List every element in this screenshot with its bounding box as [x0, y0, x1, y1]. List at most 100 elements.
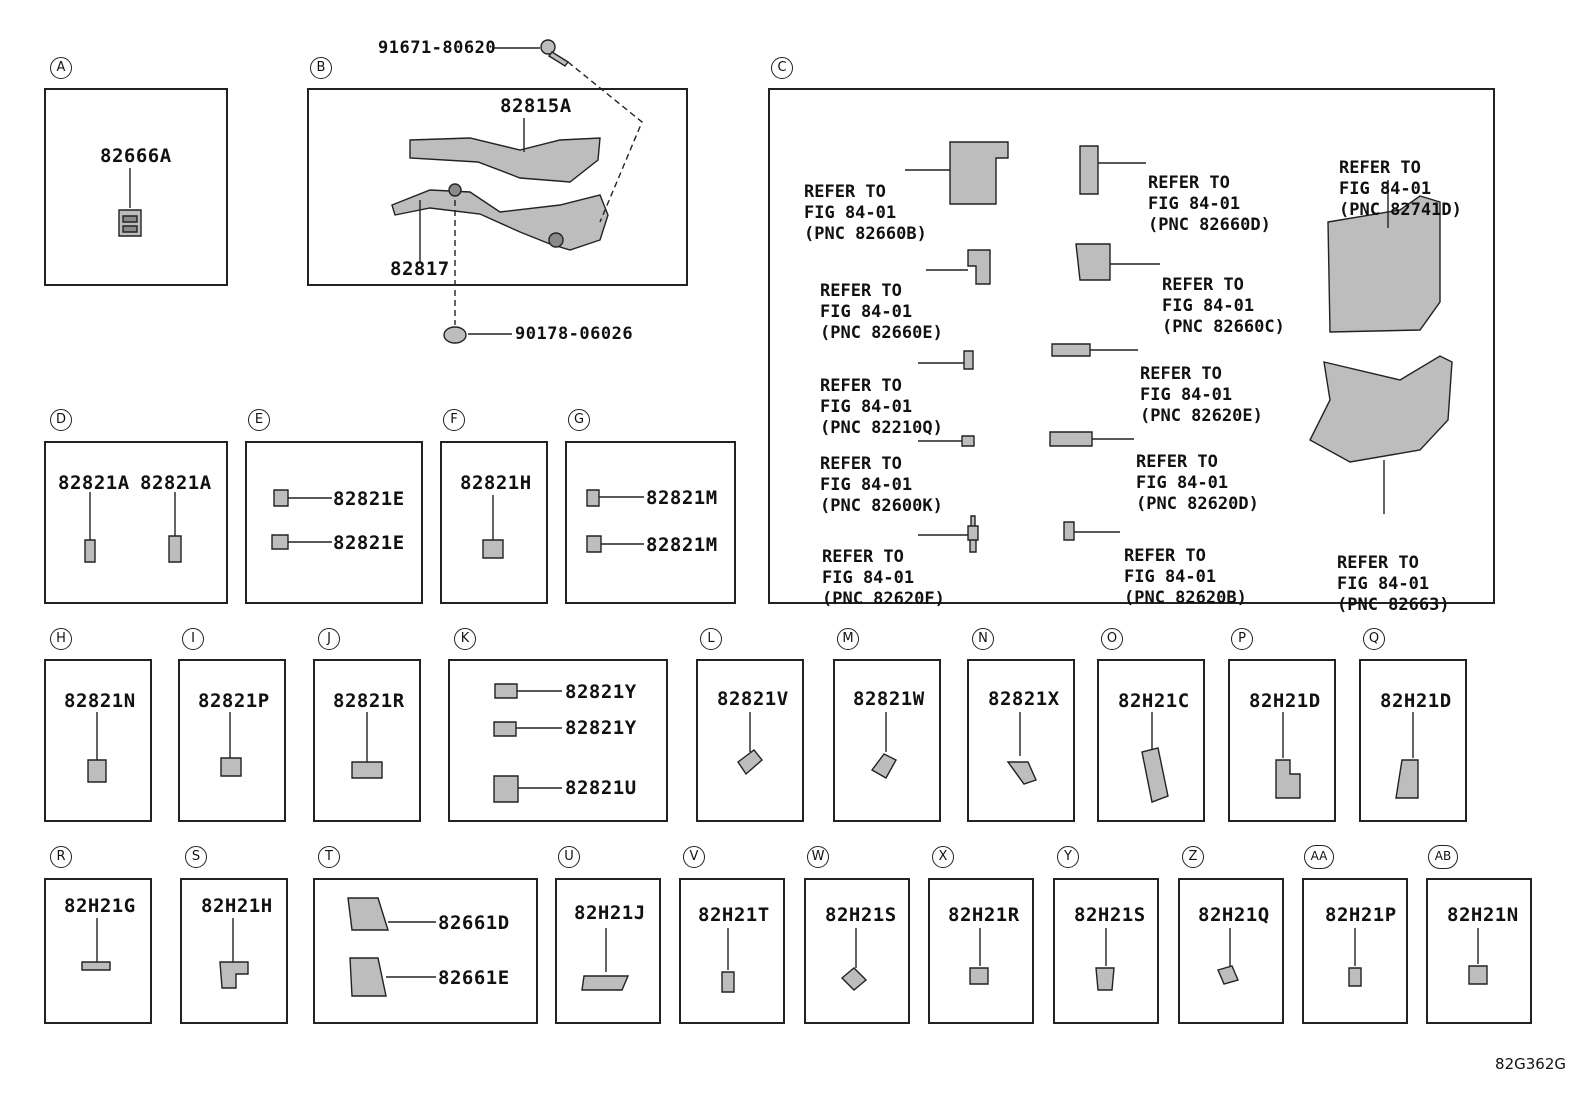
clamp-82821y-shape: [493, 721, 517, 737]
section-tag-t: T: [318, 846, 340, 868]
panel-m: [833, 659, 941, 822]
clip-82h21d-shape: [1275, 759, 1301, 799]
part-number-82h21j: 82H21J: [574, 902, 646, 924]
section-tag-u: U: [558, 846, 580, 868]
fastener-90178-06026: 90178-06026: [515, 324, 634, 344]
protector-82661d-shape: [347, 897, 389, 931]
clamp-82821n-shape: [87, 759, 107, 783]
part-number-82h21s-y: 82H21S: [1074, 904, 1146, 926]
part-number-82821h: 82821H: [460, 472, 532, 494]
part-number-82821e-top: 82821E: [333, 488, 405, 510]
ref-part-82660d-shape: [1079, 145, 1099, 195]
section-tag-d: D: [50, 409, 72, 431]
clamp-82821p-shape: [220, 757, 242, 777]
panel-h: [44, 659, 152, 822]
part-number-82821r: 82821R: [333, 690, 405, 712]
part-number-82821m-bottom: 82821M: [646, 534, 718, 556]
panel-y: [1053, 878, 1159, 1024]
panel-s: [180, 878, 288, 1024]
clamp-82821m-shape: [586, 489, 600, 507]
section-tag-v: V: [683, 846, 705, 868]
clamp-82821u-shape: [493, 775, 519, 803]
clip-82h21s-shape: [840, 967, 868, 991]
part-number-82821v: 82821V: [717, 688, 789, 710]
part-number-82821m-top: 82821M: [646, 487, 718, 509]
section-tag-o: O: [1101, 628, 1123, 650]
panel-f: [440, 441, 548, 604]
section-tag-m: M: [837, 628, 859, 650]
section-tag-s: S: [185, 846, 207, 868]
section-tag-j: J: [318, 628, 340, 650]
ref-part-82600k-shape: [961, 435, 975, 447]
section-tag-h: H: [50, 628, 72, 650]
clamp-82821m-shape: [586, 535, 602, 553]
part-number-82h21h: 82H21H: [201, 895, 273, 917]
part-number-82821n: 82821N: [64, 690, 136, 712]
part-number-82821a-right: 82821A: [140, 472, 212, 494]
part-number-82h21n: 82H21N: [1447, 904, 1519, 926]
panel-g: [565, 441, 736, 604]
fastener-91671-80620: 91671-80620: [378, 38, 497, 58]
part-number-82821y-mid: 82821Y: [565, 717, 637, 739]
panel-z: [1178, 878, 1284, 1024]
ref-part-82620d-shape: [1049, 431, 1093, 447]
section-tag-z: Z: [1182, 846, 1204, 868]
section-tag-e: E: [248, 409, 270, 431]
part-number-82666a: 82666A: [100, 145, 172, 167]
clip-82h21q-shape: [1217, 965, 1239, 985]
part-number-82h21g: 82H21G: [64, 895, 136, 917]
section-tag-g: G: [568, 409, 590, 431]
ref-part-82660c-shape: [1075, 243, 1111, 281]
part-number-82h21r: 82H21R: [948, 904, 1020, 926]
panel-x: [928, 878, 1034, 1024]
ref-part-82660e-shape: [967, 249, 991, 285]
clip-82h21n-shape: [1468, 965, 1488, 985]
section-tag-ab: AB: [1428, 845, 1458, 869]
part-number-82h21d-q: 82H21D: [1380, 690, 1452, 712]
part-number-82h21s-w: 82H21S: [825, 904, 897, 926]
clamp-82821x-shape: [1006, 761, 1037, 785]
panel-k: [448, 659, 668, 822]
bracket-82815a-shape: [409, 137, 601, 183]
clamp-82821h-shape: [482, 539, 504, 559]
part-number-82661d: 82661D: [438, 912, 510, 934]
clamp-82821a-shape: [84, 539, 96, 563]
section-tag-n: N: [972, 628, 994, 650]
clamp-82821r-shape: [351, 761, 383, 779]
section-tag-b: B: [310, 57, 332, 79]
part-number-82821x: 82821X: [988, 688, 1060, 710]
diagram-code: 82G362G: [1495, 1055, 1566, 1073]
section-tag-c: C: [771, 57, 793, 79]
panel-b: [307, 88, 688, 286]
clip-82h21d-shape: [1395, 759, 1419, 799]
clip-82h21r-shape: [969, 967, 989, 985]
section-tag-y: Y: [1057, 846, 1079, 868]
part-number-82821w: 82821W: [853, 688, 925, 710]
part-number-82h21c: 82H21C: [1118, 690, 1190, 712]
panel-c: [768, 88, 1495, 604]
clip-82h21t-shape: [721, 971, 735, 993]
section-tag-a: A: [50, 57, 72, 79]
part-number-82815a: 82815A: [500, 95, 572, 117]
ref-part-82620b-shape: [1063, 521, 1075, 541]
clip-82h21s-shape: [1095, 967, 1115, 991]
panel-d: [44, 441, 228, 604]
part-number-82h21q: 82H21Q: [1198, 904, 1270, 926]
clip-82h21j-shape: [581, 975, 630, 991]
clamp-82821e-shape: [271, 534, 289, 550]
part-number-82661e: 82661E: [438, 967, 510, 989]
panel-w: [804, 878, 910, 1024]
section-tag-aa: AA: [1304, 845, 1334, 869]
clamp-82821y-shape: [494, 683, 518, 699]
section-tag-f: F: [443, 409, 465, 431]
clamp-82821e-shape: [273, 489, 289, 507]
section-tag-p: P: [1231, 628, 1253, 650]
part-number-82821a-left: 82821A: [58, 472, 130, 494]
clip-82h21p-shape: [1348, 967, 1362, 987]
